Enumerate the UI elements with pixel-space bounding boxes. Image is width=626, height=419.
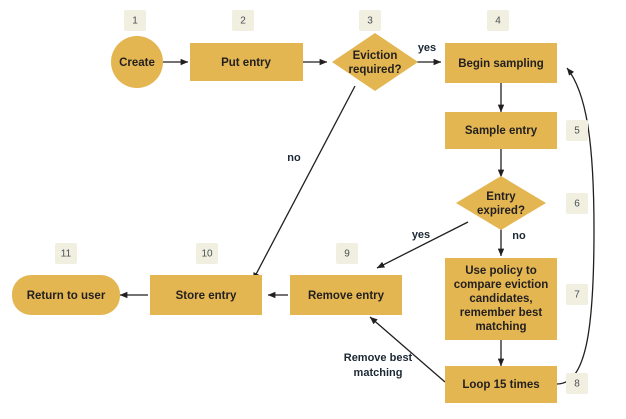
badge-loop-15-times: 8: [566, 373, 588, 394]
edge-label-expired-no: no: [512, 230, 526, 242]
begin-sampling-label: Begin sampling: [458, 58, 544, 70]
node-remove-entry[interactable]: Remove entry: [290, 275, 402, 315]
badge-eviction-required-text: 3: [367, 16, 373, 27]
badge-use-policy-rect: [566, 284, 588, 305]
badge-use-policy-text: 7: [574, 290, 580, 301]
remove-entry-rect[interactable]: [290, 275, 402, 315]
use-policy-label-line2: compare eviction: [454, 279, 549, 291]
badge-eviction-required-rect: [359, 10, 381, 31]
badge-remove-entry-text: 9: [344, 249, 350, 260]
entry-expired-diamond[interactable]: [456, 176, 546, 230]
sample-entry-rect[interactable]: [445, 112, 557, 149]
use-policy-label-line1: Use policy to: [465, 265, 537, 277]
badge-begin-sampling-rect: [487, 10, 509, 31]
badge-create-text: 1: [132, 16, 138, 27]
entry-expired-label-line1: Entry: [486, 191, 516, 203]
badge-begin-sampling: 4: [487, 10, 509, 31]
badge-entry-expired: 6: [566, 193, 588, 214]
return-to-user-rect[interactable]: [12, 275, 120, 315]
badge-loop-15-times-text: 8: [574, 379, 580, 390]
badge-put-entry-rect: [232, 10, 254, 31]
edge-label-eviction-yes: yes: [418, 42, 436, 54]
create-label: Create: [119, 57, 155, 69]
node-use-policy[interactable]: Use policy to compare eviction candidate…: [445, 258, 557, 340]
badge-create-rect: [124, 10, 146, 31]
edge-loop-15-times-to-begin-sampling: [556, 67, 595, 385]
badge-store-entry: 10: [196, 243, 218, 264]
begin-sampling-rect[interactable]: [445, 43, 557, 83]
sample-entry-label: Sample entry: [465, 125, 538, 137]
badge-put-entry: 2: [232, 10, 254, 31]
node-eviction-required[interactable]: Eviction required?: [332, 33, 418, 91]
use-policy-label-line4: remember best: [460, 307, 543, 319]
badge-put-entry-text: 2: [240, 16, 246, 27]
entry-expired-label-line2: expired?: [477, 205, 525, 217]
return-to-user-label: Return to user: [27, 290, 106, 302]
badge-use-policy: 7: [566, 284, 588, 305]
badge-return-to-user: 11: [55, 243, 77, 264]
node-create[interactable]: Create: [111, 36, 163, 88]
badge-return-to-user-text: 11: [61, 249, 72, 260]
edge-entry-expired-yes-to-remove-entry: [376, 221, 469, 269]
eviction-required-label-line2: required?: [348, 64, 401, 76]
badge-store-entry-rect: [196, 243, 218, 264]
node-loop-15-times[interactable]: Loop 15 times: [445, 366, 557, 403]
use-policy-label-line5: matching: [475, 321, 526, 333]
node-store-entry[interactable]: Store entry: [150, 275, 262, 315]
loop-15-times-rect[interactable]: [445, 366, 557, 403]
edge-labels-layer: yes no yes no Remove best matching: [287, 42, 526, 379]
node-return-to-user[interactable]: Return to user: [12, 275, 120, 315]
create-circle[interactable]: [111, 36, 163, 88]
badge-sample-entry: 5: [566, 120, 588, 141]
edges-layer: [119, 58, 595, 385]
edge-label-remove-best-line1: Remove best: [344, 352, 413, 364]
store-entry-label: Store entry: [176, 290, 237, 302]
node-sample-entry[interactable]: Sample entry: [445, 112, 557, 149]
edge-label-remove-best-line2: matching: [354, 367, 403, 379]
put-entry-rect[interactable]: [190, 43, 303, 81]
badge-remove-entry: 9: [336, 243, 358, 264]
badge-store-entry-text: 10: [201, 249, 213, 260]
store-entry-rect[interactable]: [150, 275, 262, 315]
eviction-required-diamond[interactable]: [332, 33, 418, 91]
badge-begin-sampling-text: 4: [495, 16, 501, 27]
node-put-entry[interactable]: Put entry: [190, 43, 303, 81]
edge-label-eviction-no: no: [287, 152, 301, 164]
badge-remove-entry-rect: [336, 243, 358, 264]
use-policy-label-line3: candidates,: [469, 293, 532, 305]
badge-sample-entry-text: 5: [574, 126, 580, 137]
badge-entry-expired-rect: [566, 193, 588, 214]
edge-loop-15-times-to-remove-entry: [369, 316, 446, 383]
badge-entry-expired-text: 6: [574, 199, 580, 210]
eviction-required-label-line1: Eviction: [353, 50, 398, 62]
badge-return-to-user-rect: [55, 243, 77, 264]
remove-entry-label: Remove entry: [308, 290, 385, 302]
badge-eviction-required: 3: [359, 10, 381, 31]
node-begin-sampling[interactable]: Begin sampling: [445, 43, 557, 83]
edge-eviction-required-no-to-store-entry: [252, 85, 356, 281]
node-entry-expired[interactable]: Entry expired?: [456, 176, 546, 230]
use-policy-rect[interactable]: [445, 258, 557, 340]
loop-15-times-label: Loop 15 times: [462, 379, 539, 391]
badge-create: 1: [124, 10, 146, 31]
edge-label-expired-yes: yes: [412, 229, 430, 241]
badge-loop-15-times-rect: [566, 373, 588, 394]
put-entry-label: Put entry: [221, 57, 271, 69]
badge-sample-entry-rect: [566, 120, 588, 141]
